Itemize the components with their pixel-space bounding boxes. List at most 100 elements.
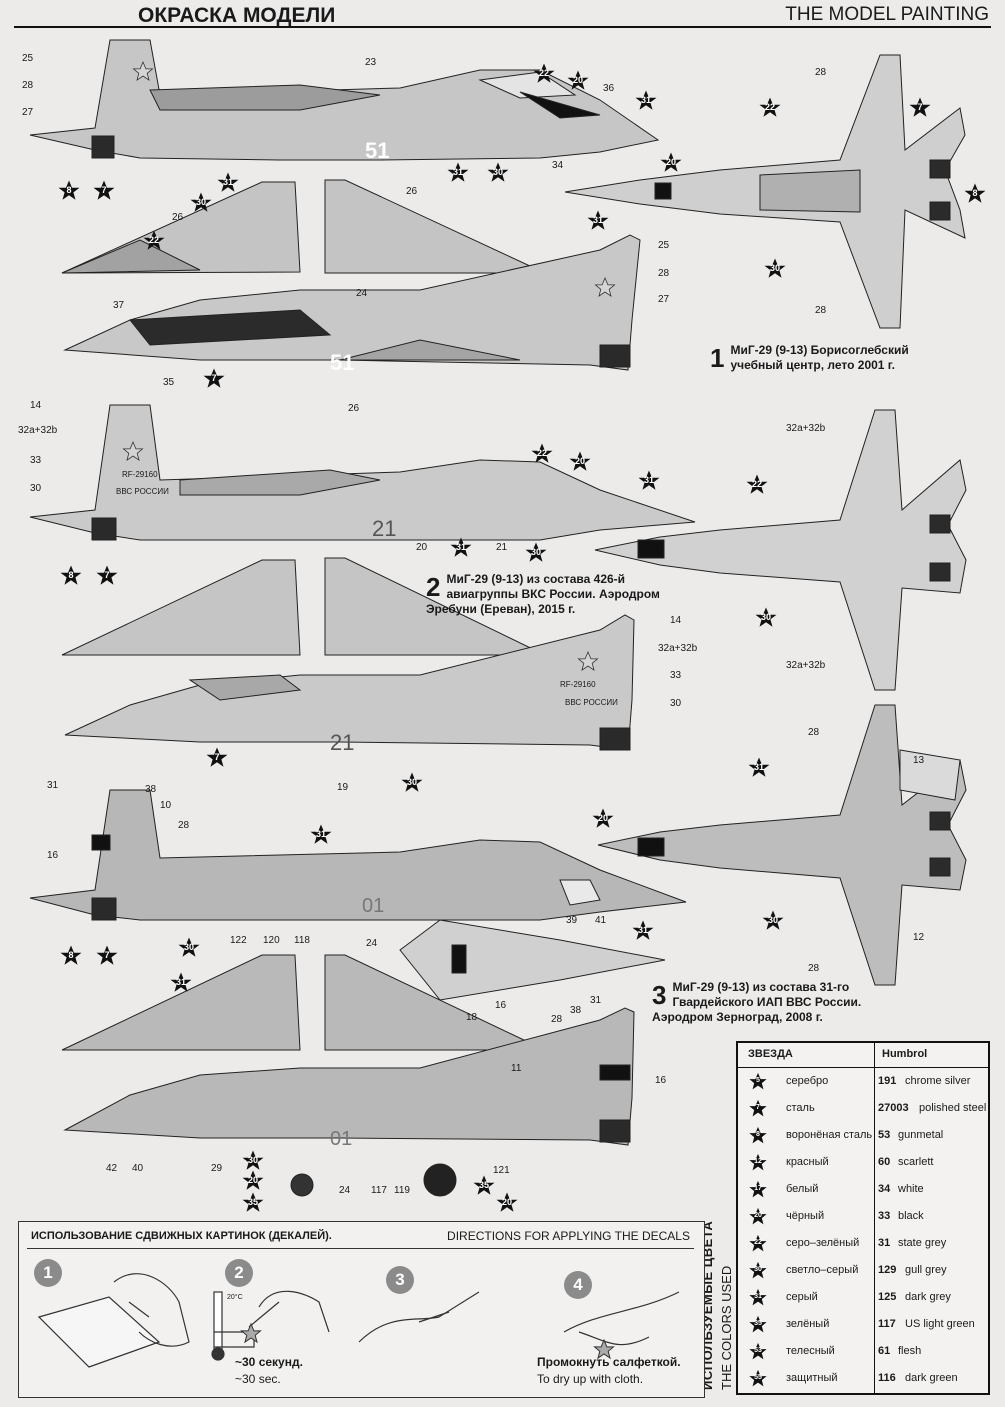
callout-41: 41: [595, 915, 607, 926]
scheme-3-line2: Гвардейского ИАП ВВС России.: [672, 995, 862, 1009]
star-number: 20: [754, 1212, 762, 1219]
callout-25: 25: [22, 53, 34, 64]
star-label: 31: [315, 829, 326, 839]
callout-16c: 16: [655, 1075, 667, 1086]
star-number: 5: [756, 1077, 760, 1084]
color-ref-star-icon: 31: [450, 537, 472, 559]
star-icon: [749, 1288, 767, 1306]
star-shape: [660, 152, 682, 172]
decals-title-en: DIRECTIONS FOR APPLYING THE DECALS: [447, 1229, 690, 1243]
star-shape: [569, 451, 591, 471]
star-number: 7: [756, 1104, 760, 1111]
star-shape: [178, 937, 200, 957]
star-shape: [93, 180, 115, 200]
page-title-ru: Окраска модели: [138, 4, 336, 27]
color-ref-star-icon: 20: [569, 451, 591, 473]
star-shape: [748, 757, 770, 777]
star-label: 30: [767, 915, 778, 925]
star-shape: [587, 210, 609, 230]
humbrol-number: 191: [878, 1075, 897, 1087]
star-number: 8: [756, 1131, 760, 1138]
humbrol-number: 60: [878, 1156, 891, 1168]
star-shape: [242, 1192, 264, 1212]
s3-side-view-top: [29, 789, 687, 921]
star-shape: [764, 258, 786, 278]
color-ref-star-icon: 31: [638, 470, 660, 492]
color-name-ru: белый: [786, 1183, 819, 1195]
callout-26b: 26: [172, 212, 184, 223]
star-shape: [567, 70, 589, 90]
color-name-ru: защитный: [786, 1372, 838, 1384]
star-label: 22: [536, 448, 547, 458]
color-ref-star-icon: 8: [58, 180, 80, 202]
step-2-number: 2: [225, 1259, 253, 1287]
color-name-ru: серебро: [786, 1075, 829, 1087]
decals-title-ru: Использование сдвижных картинок (декалей…: [31, 1230, 332, 1242]
color-ref-star-icon: 31: [587, 210, 609, 232]
humbrol-number: 61: [878, 1345, 891, 1357]
color-ref-star-icon: 7: [909, 97, 931, 119]
color-ref-star-icon: 22: [143, 230, 165, 252]
callout-28b: 28: [658, 268, 670, 279]
color-ref-star-icon: 31: [310, 824, 332, 846]
callout-13: 13: [913, 755, 925, 766]
star-shape: [401, 772, 423, 792]
color-name-en: gull grey: [905, 1264, 947, 1276]
star-shape: [632, 920, 654, 940]
scheme-1-number: 1: [710, 343, 725, 373]
star-label: 8: [972, 188, 978, 198]
star-shape: [242, 1170, 264, 1190]
header-star: ЗВЕЗДА: [748, 1048, 793, 1060]
star-icon: [749, 1369, 767, 1387]
star-shape: [60, 565, 82, 585]
color-ref-star-icon: 30: [762, 910, 784, 932]
step-3-number: 3: [386, 1266, 414, 1294]
star-label: 22: [764, 102, 775, 112]
scheme-3-line1: МиГ-29 (9-13) из состава 31-го: [672, 980, 850, 994]
color-name-ru: красный: [786, 1156, 829, 1168]
color-name-en: polished steel: [919, 1102, 987, 1114]
callout-38b: 38: [570, 1005, 582, 1016]
star-label: 30: [760, 612, 771, 622]
star-icon: [749, 1072, 767, 1090]
star-number: 35: [754, 1320, 762, 1327]
star-label: 30: [183, 942, 194, 952]
callout-26c: 26: [348, 403, 360, 414]
star-shape: [635, 90, 657, 110]
callout-28: 28: [22, 80, 34, 91]
humbrol-number: 116: [878, 1372, 896, 1384]
callout-121: 121: [493, 1165, 510, 1176]
color-ref-star-icon: 22: [531, 443, 553, 465]
step-4-number: 4: [564, 1271, 592, 1299]
callout-36: 36: [603, 83, 615, 94]
callout-31b: 31: [590, 995, 602, 1006]
color-ref-star-icon: 31: [217, 172, 239, 194]
star-label: 22: [538, 68, 549, 78]
star-shape: [762, 910, 784, 930]
star-number: 30: [754, 1266, 762, 1273]
color-name-en: US light green: [905, 1318, 975, 1330]
s1-code-top: 51: [365, 138, 390, 163]
s3-belly-view: [399, 919, 666, 1001]
star-icon: [749, 1342, 767, 1360]
star-shape: [496, 1192, 518, 1212]
color-name-ru: телесный: [786, 1345, 835, 1357]
scheme-1-line1: МиГ-29 (9-13) Борисоглебский: [730, 343, 909, 357]
star-label: 8: [68, 950, 74, 960]
callout-24: 24: [356, 288, 368, 299]
color-ref-star-icon: 31: [635, 90, 657, 112]
callout-38: 38: [145, 784, 157, 795]
star-label: 30: [492, 167, 503, 177]
scheme-2-line3: Эребуни (Ереван), 2015 г.: [426, 602, 576, 616]
star-label: 31: [640, 95, 651, 105]
star-label: 7: [214, 752, 220, 762]
star-label: 31: [455, 542, 466, 552]
star-icon: [749, 1153, 767, 1171]
callout-21: 21: [496, 542, 508, 553]
star-shape: [447, 162, 469, 182]
